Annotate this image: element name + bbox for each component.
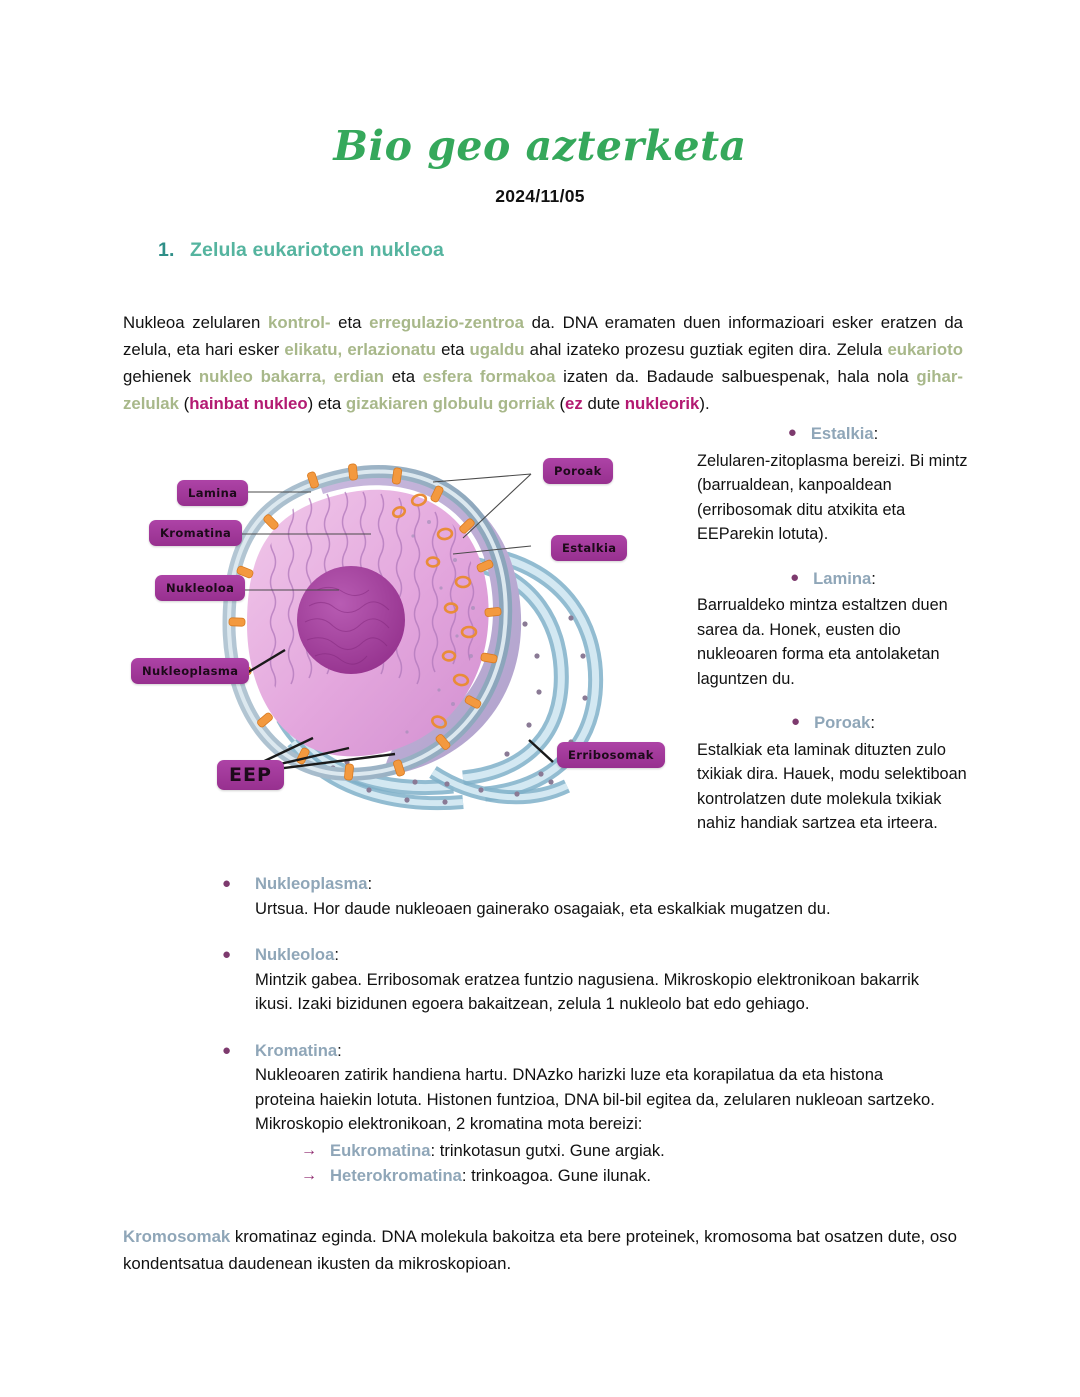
bullet-icon: ● — [790, 568, 800, 586]
bullet-icon: ● — [791, 713, 801, 730]
sub-item-term: Heterokromatina — [330, 1165, 462, 1185]
note-term: Poroak — [814, 713, 871, 732]
diagram-label-nukleoplasma: Nukleoplasma — [131, 658, 250, 684]
list-item-term: Nukleoloa — [255, 945, 335, 964]
note-term: Lamina — [813, 568, 872, 588]
diagram-label-eep: EEP — [217, 760, 284, 790]
intro-term-highlight: erregulazio-zentroa — [369, 312, 524, 332]
bullet-icon: ● — [222, 1041, 232, 1059]
intro-text-run: ( — [178, 393, 190, 413]
note-block: ● Lamina: Barrualdeko mintza estaltzen due… — [697, 567, 969, 692]
intro-term-emphasis: ez — [565, 393, 583, 413]
sub-item-term: Eukromatina — [330, 1140, 431, 1160]
note-colon: : — [871, 568, 876, 588]
intro-text-run: eta — [435, 339, 470, 359]
intro-text-run: ). — [699, 393, 710, 413]
diagram-label-lamina: Lamina — [177, 480, 249, 506]
section-number: 1. — [158, 239, 175, 261]
closing-paragraph: Kromosomak kromatinaz eginda. DNA moleku… — [123, 1223, 963, 1277]
intro-text-run: ) eta — [307, 393, 346, 413]
list-item-heading: Kromatina: — [255, 1039, 942, 1064]
intro-text-run: da. DNA eramaten duen informazioari eske… — [123, 312, 964, 359]
note-body: Zelularen-zitoplasma bereizi. Bi mintz (… — [697, 451, 968, 544]
intro-term-highlight: kontrol- — [268, 312, 331, 332]
note-block: ● Estalkia: Zelularen-zitoplasma bereizi. … — [697, 422, 969, 547]
intro-paragraph: Nukleoa zelularen kontrol- eta erregulaz… — [123, 309, 963, 417]
list-item-body: Nukleoaren zatirik handiena hartu. DNAzk… — [255, 1065, 935, 1133]
intro-text-run: ahal izateko prozesu guztiak egiten dira… — [524, 339, 888, 359]
sub-list-item: → Eukromatina: trinkotasun gutxi. Gune ar… — [301, 1138, 942, 1163]
diagram-label-erribosomak: Erribosomak — [557, 742, 665, 768]
intro-term-emphasis: nukleorik — [624, 393, 700, 413]
list-item-heading: Nukleoloa: — [255, 943, 942, 968]
note-block: ● Poroak: Estalkiak eta laminak dituzten z… — [697, 711, 969, 836]
envelope-speckles — [405, 520, 475, 734]
intro-term-emphasis: hainbat nukleo — [189, 393, 308, 413]
section-title: Zelula eukariotoen nukleoa — [190, 239, 444, 261]
lower-notes-list: ●Nukleoplasma:Urtsua. Hor daude nukleoae… — [222, 872, 942, 1188]
note-heading: ● Lamina: — [697, 567, 969, 593]
list-item-colon: : — [334, 945, 339, 964]
closing-lead-term: Kromosomak — [123, 1226, 231, 1246]
intro-term-highlight: gizakiaren globulu gorriak — [345, 393, 555, 413]
intro-text-run: Nukleoa zelularen — [123, 312, 268, 332]
note-body: Estalkiak eta laminak dituzten zulo txik… — [697, 740, 967, 833]
list-item-term: Kromatina — [255, 1040, 338, 1060]
leader-lines — [231, 473, 532, 591]
document-date: 2024/11/05 — [495, 186, 585, 206]
sub-list-item: → Heterokromatina: trinkoagoa. Gune iluna… — [301, 1163, 942, 1188]
list-item-term: Nukleoplasma — [255, 874, 368, 893]
document-title: Bio geo azterketa — [333, 122, 747, 170]
intro-term-highlight: esfera formakoa — [422, 366, 556, 386]
nucleus-illustration — [222, 463, 604, 811]
note-colon: : — [870, 713, 875, 732]
intro-text-run: ( — [554, 393, 566, 413]
note-term: Estalkia — [810, 424, 874, 443]
bullet-icon: ● — [787, 424, 797, 441]
intro-text-run: izaten da. Badaude salbuespenak, hala no… — [555, 366, 917, 386]
diagram-label-poroak: Poroak — [543, 458, 613, 484]
right-notes-column: ● Estalkia: Zelularen-zitoplasma bereizi. … — [697, 422, 969, 836]
list-item-body: Urtsua. Hor daude nukleoaen gainerako os… — [255, 898, 831, 918]
intro-term-highlight: ugaldu — [469, 339, 525, 359]
note-heading: ● Poroak: — [697, 711, 969, 737]
intro-text-run: eta — [384, 366, 423, 386]
list-item-body: Mintzik gabea. Erribosomak eratzea funtz… — [255, 969, 920, 1014]
intro-term-highlight: elikatu, erlazionatu — [284, 339, 436, 359]
intro-text-run: dute — [582, 393, 625, 413]
nucleolus — [297, 566, 405, 674]
list-item: ●Nukleoplasma:Urtsua. Hor daude nukleoae… — [222, 872, 942, 921]
intro-term-highlight: gihar-zelulak — [123, 366, 964, 413]
note-heading: ● Estalkia: — [697, 422, 969, 448]
list-item-colon: : — [337, 1040, 342, 1060]
section-heading: 1. Zelula eukariotoen nukleoa — [158, 239, 444, 262]
intro-term-highlight: eukarioto — [887, 339, 963, 359]
nucleolus-texture — [304, 586, 390, 665]
bullet-icon: ● — [222, 946, 232, 963]
diagram-label-nukleoloa: Nukleoloa — [155, 575, 246, 601]
list-item: ●Nukleoloa:Mintzik gabea. Erribosomak er… — [222, 943, 942, 1017]
intro-term-highlight: nukleo bakarra, erdian — [198, 366, 384, 386]
note-body: Barrualdeko mintza estaltzen duen sarea … — [697, 596, 948, 688]
arrow-right-icon: → — [301, 1141, 317, 1159]
nucleus-diagram: Lamina Kromatina Nukleoloa Nukleoplasma … — [131, 442, 693, 822]
diagram-label-kromatina: Kromatina — [149, 520, 243, 546]
bullet-icon: ● — [222, 875, 232, 892]
sub-list: → Eukromatina: trinkotasun gutxi. Gune ar… — [255, 1138, 942, 1188]
list-item-heading: Nukleoplasma: — [255, 872, 942, 897]
sub-item-rest: : trinkotasun gutxi. Gune argiak. — [430, 1140, 665, 1160]
note-colon: : — [873, 424, 879, 443]
sub-item-rest: : trinkoagoa. Gune ilunak. — [461, 1165, 651, 1185]
closing-rest: kromatinaz eginda. DNA molekula bakoitza… — [123, 1226, 957, 1273]
list-item-colon: : — [367, 874, 373, 893]
list-item: ●Kromatina:Nukleoaren zatirik handiena h… — [222, 1039, 942, 1188]
diagram-label-estalkia: Estalkia — [551, 535, 628, 561]
intro-text-run: gehienek — [123, 366, 199, 386]
pore-openings — [391, 493, 478, 729]
arrow-right-icon: → — [301, 1166, 317, 1184]
intro-text-run: eta — [330, 312, 370, 332]
